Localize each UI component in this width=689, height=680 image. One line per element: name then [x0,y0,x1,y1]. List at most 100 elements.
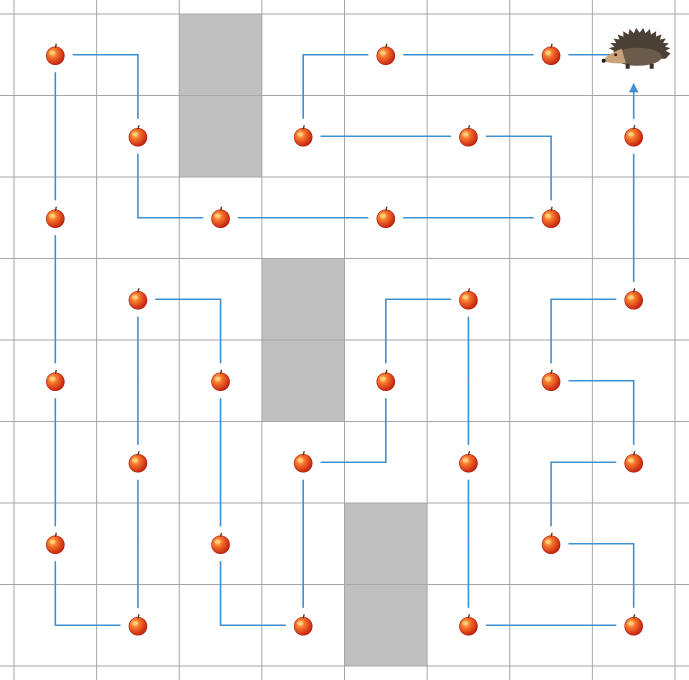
apple-stem [468,125,469,129]
apple-highlight [132,621,138,625]
apple-highlight [628,295,634,299]
hedgehog [602,28,671,69]
apple-highlight [628,621,634,625]
apple-icon [212,370,230,391]
apple-stem [138,614,139,618]
hedgehog-leg [650,64,654,69]
apple-stem [634,125,635,129]
apple-body [542,210,560,228]
apple-stem [303,125,304,129]
apple-body [212,373,230,391]
apple-highlight [462,621,468,625]
apple-icon [459,125,477,146]
apple-icon [625,125,643,146]
apple-body [625,291,643,309]
apple-highlight [628,132,634,136]
apple-stem [468,288,469,292]
apple-highlight [380,214,386,218]
apple-icon [625,451,643,472]
apple-highlight [545,377,551,381]
apple-icon [542,533,560,554]
apple-highlight [49,540,55,544]
apple-stem [221,370,222,374]
apple-icon [542,370,560,391]
apple-stem [468,451,469,455]
apple-body [377,210,395,228]
apple-body [542,373,560,391]
apple-icon [129,288,147,309]
apple-highlight [49,377,55,381]
apple-stem [551,207,552,211]
hedgehog-nose [602,59,606,63]
blocked-cell [262,259,345,341]
hedgehog-leg [626,64,630,69]
apple-body [129,617,147,635]
apple-body [46,47,64,65]
apple-body [46,536,64,554]
apple-icon [212,207,230,228]
apple-icon [46,370,64,391]
apple-body [294,454,312,472]
apple-icon [459,288,477,309]
apple-stem [55,207,56,211]
apple-body [46,373,64,391]
apple-icon [212,533,230,554]
apple-stem [138,451,139,455]
apple-stem [551,370,552,374]
apple-body [294,128,312,146]
apple-stem [138,288,139,292]
apple-icon [46,44,64,65]
apple-body [542,536,560,554]
apple-highlight [215,214,221,218]
apple-icon [294,451,312,472]
apple-stem [138,125,139,129]
apple-highlight [462,295,468,299]
apple-highlight [297,621,303,625]
apple-icon [46,207,64,228]
apple-highlight [215,540,221,544]
apple-stem [551,533,552,537]
apple-body [294,617,312,635]
apple-icon [46,533,64,554]
apple-stem [55,44,56,48]
apple-stem [634,288,635,292]
blocked-cell [262,340,345,422]
apple-highlight [462,132,468,136]
apple-icon [129,125,147,146]
apple-highlight [132,132,138,136]
apple-stem [303,614,304,618]
apple-highlight [297,132,303,136]
apple-body [129,454,147,472]
apple-stem [303,451,304,455]
apple-icon [542,207,560,228]
apple-stem [386,44,387,48]
apple-stem [634,614,635,618]
apple-icon [625,614,643,635]
apple-body [377,373,395,391]
apple-body [377,47,395,65]
apple-stem [221,207,222,211]
apple-highlight [545,214,551,218]
apple-icon [377,44,395,65]
apple-icon [129,614,147,635]
apple-body [459,454,477,472]
apple-stem [386,370,387,374]
apple-stem [634,451,635,455]
apple-icon [129,451,147,472]
apple-icon [459,451,477,472]
apple-highlight [545,540,551,544]
hedgehog-icon [602,28,671,69]
apple-stem [55,370,56,374]
apple-body [212,210,230,228]
apple-highlight [545,51,551,55]
apple-highlight [380,377,386,381]
apple-highlight [49,51,55,55]
apple-stem [551,44,552,48]
blocked-cell [345,503,428,585]
apple-highlight [297,458,303,462]
apple-body [625,617,643,635]
apple-body [542,47,560,65]
apple-icon [542,44,560,65]
